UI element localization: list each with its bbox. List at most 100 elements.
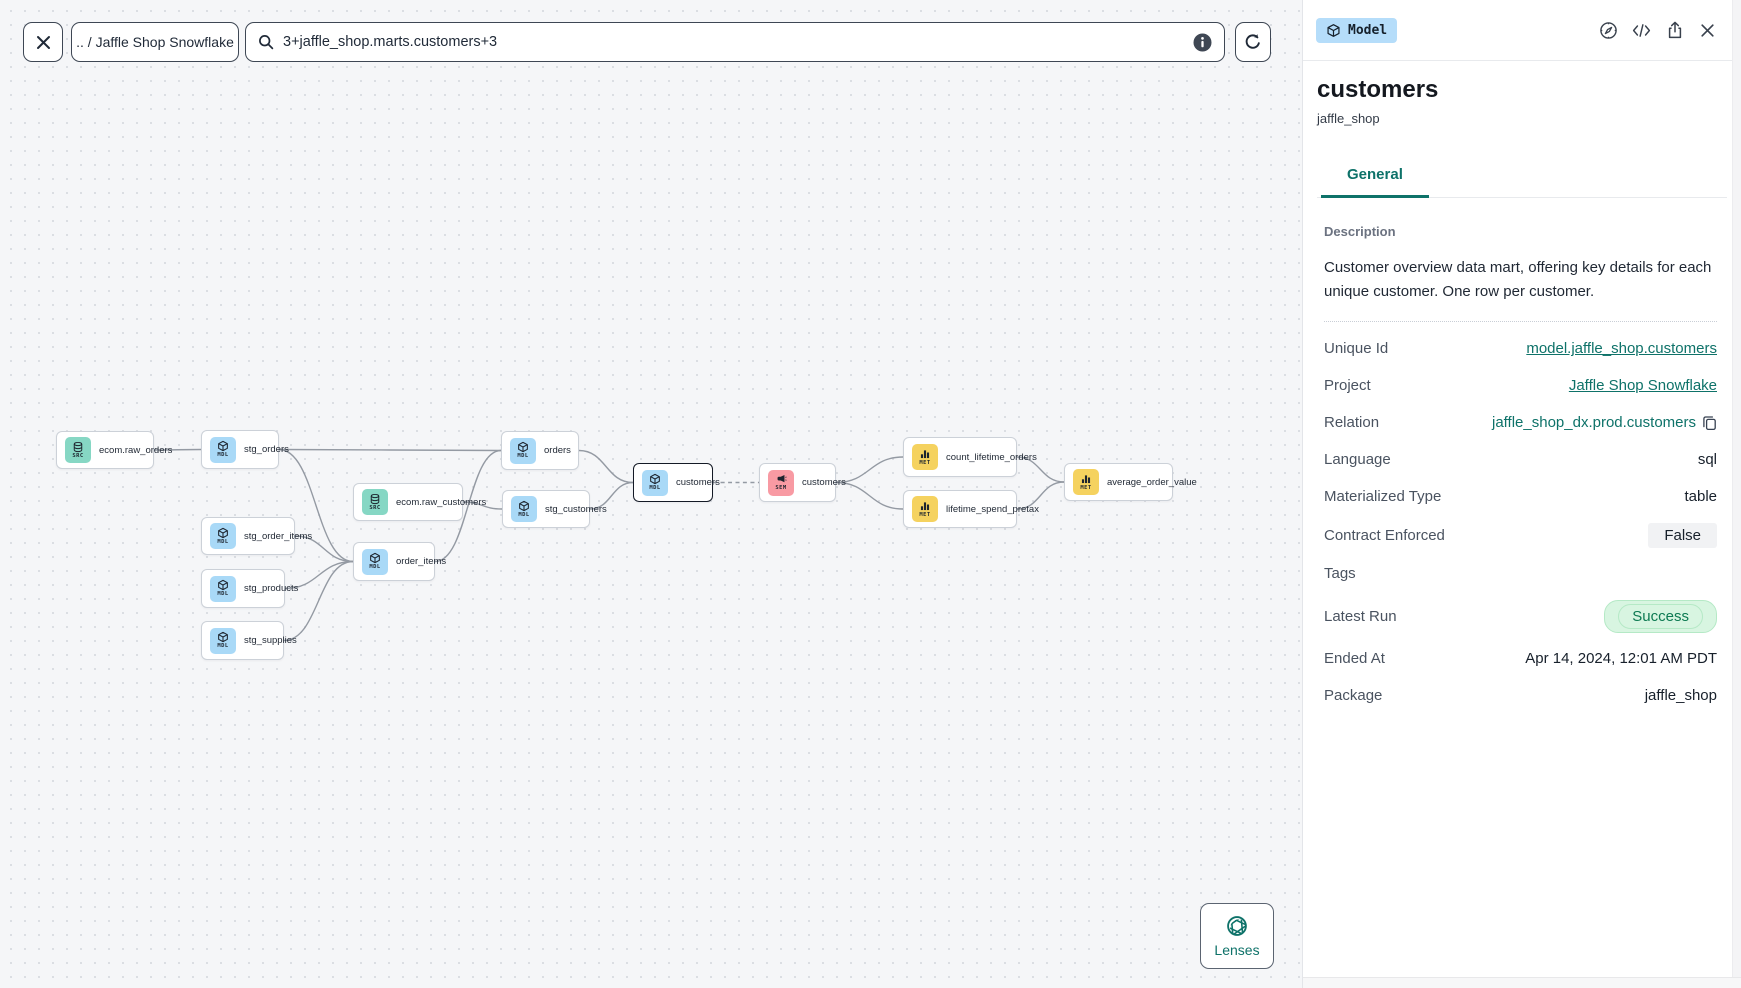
cube-icon: MDL (210, 575, 236, 602)
copy-icon[interactable] (1702, 415, 1717, 431)
compass-icon (1600, 21, 1617, 39)
node-label: stg_supplies (244, 635, 297, 646)
graph-node-stg_order_items[interactable]: MDL stg_order_items (201, 517, 312, 555)
detail-row-latest-run: Latest Run Success (1324, 599, 1717, 633)
detail-value-link[interactable]: Jaffle Shop Snowflake (1568, 377, 1717, 395)
project-subtitle: jaffle_shop (1317, 111, 1380, 127)
detail-label: Materialized Type (1324, 488, 1442, 506)
barchart-icon: MET (912, 496, 938, 522)
edge-customers_sem-to-count_lifetime_orders (835, 456, 904, 484)
detail-label: Project (1324, 377, 1371, 395)
lenses-button[interactable]: Lenses (1200, 903, 1274, 969)
resource-type-badge: Model (1316, 17, 1398, 43)
close-icon (36, 35, 50, 49)
description-heading: Description (1324, 224, 1396, 240)
detail-label: Package (1324, 687, 1383, 705)
description-text: Customer overview data mart, offering ke… (1324, 256, 1717, 322)
value-pill: False (1656, 524, 1709, 546)
graph-node-average_order_value[interactable]: MET average_order_value (1064, 463, 1197, 501)
detail-row-language: Language sql (1324, 449, 1717, 471)
detail-row-project: Project Jaffle Shop Snowflake (1324, 375, 1717, 397)
breadcrumb-label: .. / Jaffle Shop Snowflake (76, 34, 234, 50)
lenses-aperture-icon (1227, 915, 1247, 936)
graph-node-orders[interactable]: MDL orders (501, 431, 579, 470)
node-label: count_lifetime_orders (946, 451, 1037, 463)
detail-value: jaffle_shop (1644, 687, 1717, 705)
detail-row-ended-at: Ended At Apr 14, 2024, 12:01 AM PDT (1324, 648, 1717, 670)
megaphone-icon: SEM (768, 469, 794, 496)
node-label: orders (544, 445, 571, 456)
detail-label: Unique Id (1324, 340, 1389, 358)
info-icon[interactable] (1193, 33, 1212, 52)
close-panel-button[interactable] (1698, 21, 1717, 40)
detail-label: Latest Run (1324, 607, 1397, 625)
status-badge: Success (1618, 603, 1703, 629)
cube-icon: MDL (362, 548, 388, 575)
share-icon (1668, 21, 1681, 38)
detail-value: table (1684, 488, 1717, 506)
graph-node-stg_orders[interactable]: MDL stg_orders (201, 430, 289, 469)
node-label: average_order_value (1107, 476, 1197, 488)
lenses-label: Lenses (1214, 941, 1260, 958)
detail-row-materialized-type: Materialized Type table (1324, 486, 1717, 508)
breadcrumb[interactable]: .. / Jaffle Shop Snowflake (71, 22, 239, 62)
graph-node-count_lifetime_orders[interactable]: MET count_lifetime_orders (903, 437, 1037, 477)
edge-stg_orders-to-orders (278, 448, 502, 452)
detail-value-link[interactable]: model.jaffle_shop.customers (1526, 340, 1717, 358)
barchart-icon: MET (912, 444, 938, 470)
details-panel: Model (1302, 0, 1741, 988)
detail-value: jaffle_shop_dx.prod.customers (1492, 414, 1717, 431)
search-icon (259, 35, 274, 50)
detail-label: Tags (1324, 565, 1356, 583)
cube-icon: MDL (210, 523, 236, 549)
view-code-button[interactable] (1632, 21, 1651, 40)
close-icon (1701, 23, 1714, 37)
panel-header-actions (1599, 21, 1717, 40)
refresh-button[interactable] (1235, 22, 1271, 62)
detail-label: Language (1324, 451, 1391, 469)
cube-icon: MDL (510, 437, 536, 464)
page-title: customers (1317, 76, 1439, 103)
detail-row-unique-id: Unique Id model.jaffle_shop.customers (1324, 338, 1717, 360)
detail-value-link[interactable]: jaffle_shop_dx.prod.customers (1491, 414, 1696, 432)
edge-customers_sem-to-lifetime_spend_pretax (835, 481, 904, 510)
node-label: stg_orders (244, 444, 289, 455)
barchart-icon: MET (1073, 469, 1099, 495)
cube-icon (1327, 23, 1340, 37)
search-input[interactable] (283, 34, 1184, 50)
node-label: ecom.raw_orders (99, 444, 173, 456)
detail-label: Ended At (1324, 650, 1385, 668)
detail-label: Relation (1324, 414, 1380, 432)
tab-general[interactable]: General (1321, 156, 1429, 199)
lineage-search[interactable] (245, 22, 1225, 62)
detail-value: Apr 14, 2024, 12:01 AM PDT (1525, 650, 1717, 668)
edge-orders-to-customers (578, 449, 634, 484)
panel-vertical-scrollbar[interactable] (1732, 0, 1741, 977)
explore-button[interactable] (1599, 21, 1618, 40)
graph-node-order_items[interactable]: MDL order_items (353, 542, 446, 581)
cube-icon: MDL (642, 469, 668, 496)
detail-value: Jaffle Shop Snowflake (1569, 377, 1717, 394)
panel-horizontal-scrollbar[interactable] (1303, 977, 1741, 988)
share-button[interactable] (1665, 21, 1684, 40)
panel-title-block: customers jaffle_shop General (1303, 61, 1741, 199)
panel-body: Description Customer overview data mart,… (1303, 198, 1741, 706)
detail-value: Success (1604, 599, 1717, 633)
close-lineage-button[interactable] (23, 22, 63, 62)
cube-icon: MDL (210, 436, 236, 463)
detail-value: sql (1697, 451, 1717, 469)
node-label: stg_order_items (244, 530, 313, 542)
node-label: order_items (396, 556, 447, 567)
